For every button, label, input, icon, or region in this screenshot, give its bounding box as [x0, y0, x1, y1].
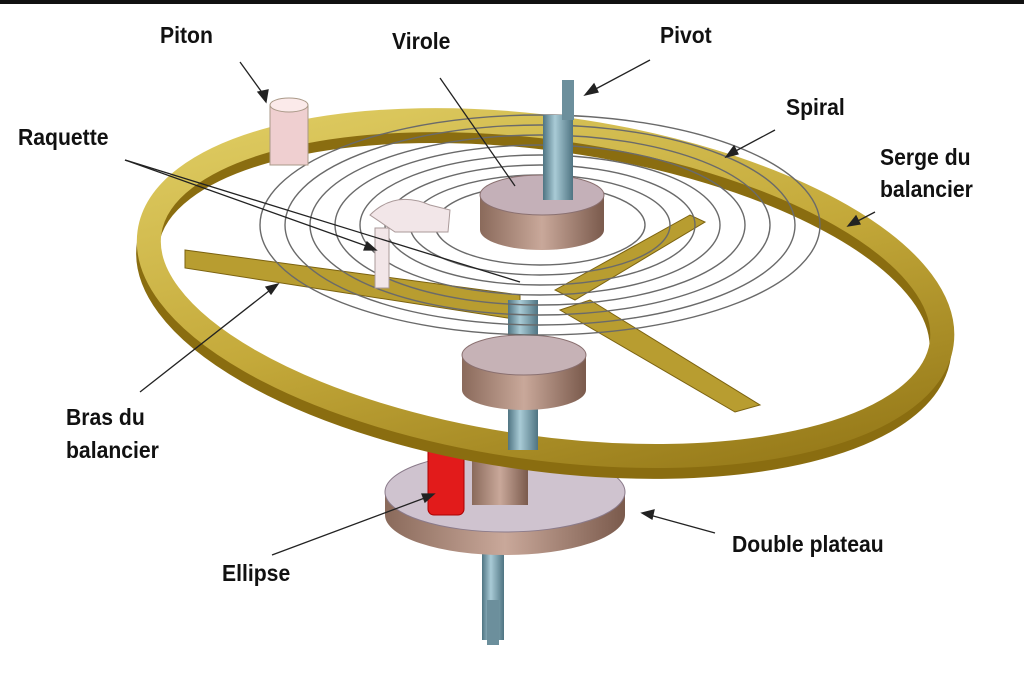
label-virole: Virole — [392, 28, 451, 54]
pivot — [562, 80, 574, 120]
hairspring — [259, 114, 821, 336]
top-border — [0, 0, 1024, 4]
upper-staff — [543, 115, 573, 200]
piton — [269, 97, 309, 166]
label-serge-line2: balancier — [880, 176, 973, 202]
leader-lines — [124, 59, 876, 556]
label-bras-line2: balancier — [66, 437, 159, 463]
label-ellipse: Ellipse — [222, 560, 291, 586]
label-spiral: Spiral — [786, 94, 845, 120]
label-double-plateau: Double plateau — [732, 531, 884, 557]
label-raquette: Raquette — [18, 124, 109, 150]
virole — [479, 174, 605, 250]
safety-roller — [461, 334, 587, 410]
label-piton: Piton — [160, 22, 213, 48]
label-pivot: Pivot — [660, 22, 712, 48]
raquette — [369, 198, 451, 289]
label-serge-line1: Serge du — [880, 144, 971, 170]
label-bras-line1: Bras du — [66, 404, 145, 430]
